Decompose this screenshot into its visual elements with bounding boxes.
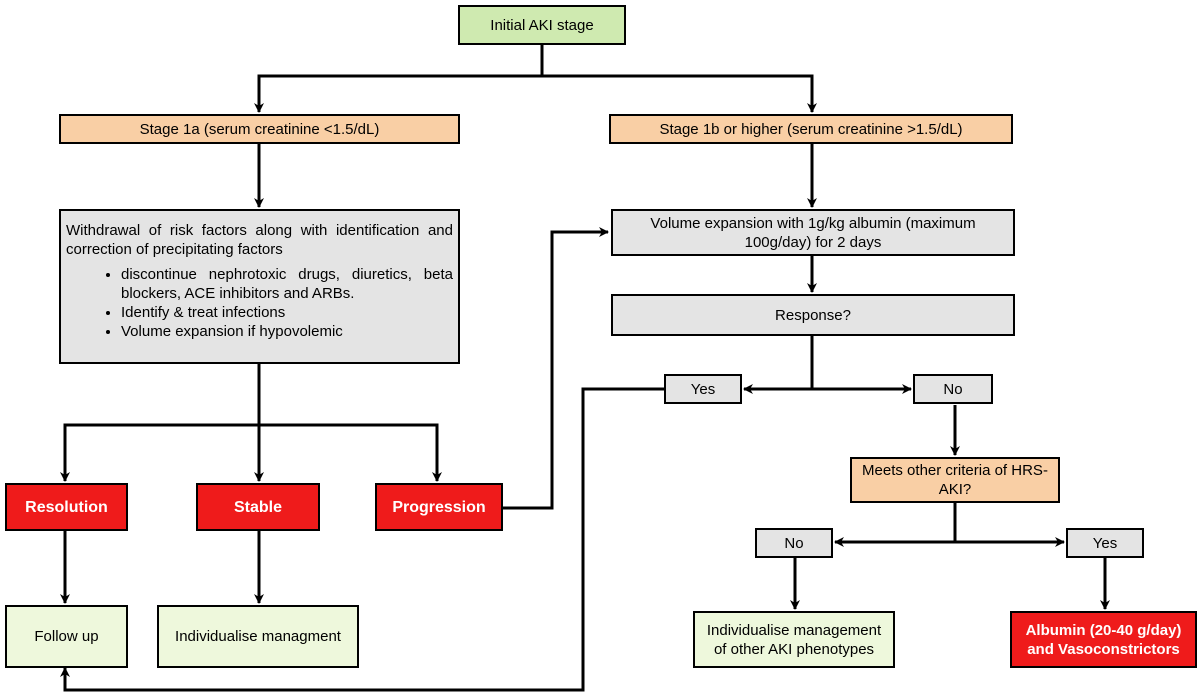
node-response-yes-label: Yes <box>690 380 716 398</box>
arrow-hrs-split <box>834 503 957 547</box>
withdrawal-bullet: discontinue nephrotoxic drugs, diuretics… <box>121 265 453 303</box>
arrow-to-progression <box>259 423 442 482</box>
node-individualise-management: Individualise managment <box>157 605 359 668</box>
node-response-label: Response? <box>775 306 851 324</box>
arrow-yes-followup <box>60 387 664 692</box>
node-initial-aki-stage: Initial AKI stage <box>458 5 626 45</box>
withdrawal-bullet-list: discontinue nephrotoxic drugs, diuretics… <box>66 265 453 341</box>
arrow-response-yes <box>743 336 814 394</box>
node-individualise-other-label: Individualise management of other AKI ph… <box>706 621 882 658</box>
node-stable: Stable <box>196 483 320 531</box>
node-hrs-criteria: Meets other criteria of HRS-AKI? <box>850 457 1060 503</box>
withdrawal-bullet: Volume expansion if hypovolemic <box>121 322 453 341</box>
node-stage-1b-label: Stage 1b or higher (serum creatinine >1.… <box>659 120 963 138</box>
node-volume-expansion-label: Volume expansion with 1g/kg albumin (max… <box>650 214 976 251</box>
node-withdrawal: Withdrawal of risk factors along with id… <box>59 209 460 364</box>
node-hrs-no-label: No <box>784 534 804 552</box>
node-response-no: No <box>913 374 993 404</box>
node-albumin-vasoconstrictors: Albumin (20-40 g/day) and Vasoconstricto… <box>1010 611 1197 668</box>
node-follow-up-label: Follow up <box>34 628 99 645</box>
node-resolution-label: Resolution <box>25 498 108 516</box>
node-stage-1a-label: Stage 1a (serum creatinine <1.5/dL) <box>139 120 380 138</box>
arrow-progression-volume <box>503 227 609 510</box>
arrow-initial-stage1b <box>542 74 817 113</box>
withdrawal-intro: Withdrawal of risk factors along with id… <box>66 222 453 258</box>
node-individualise-label: Individualise managment <box>175 628 341 645</box>
node-hrs-yes-label: Yes <box>1092 534 1118 552</box>
node-progression: Progression <box>375 483 503 531</box>
node-individualise-other: Individualise management of other AKI ph… <box>693 611 895 668</box>
arrow-initial-split <box>254 45 544 113</box>
node-hrs-no: No <box>755 528 833 558</box>
node-stage-1b: Stage 1b or higher (serum creatinine >1.… <box>609 114 1013 144</box>
node-response-yes: Yes <box>664 374 742 404</box>
node-resolution: Resolution <box>5 483 128 531</box>
node-response: Response? <box>611 294 1015 336</box>
node-hrs-yes: Yes <box>1066 528 1144 558</box>
node-stage-1a: Stage 1a (serum creatinine <1.5/dL) <box>59 114 460 144</box>
node-stable-label: Stable <box>233 498 282 516</box>
node-initial-label: Initial AKI stage <box>490 16 594 34</box>
node-albumin-label: Albumin (20-40 g/day) and Vasoconstricto… <box>1025 621 1182 658</box>
node-progression-label: Progression <box>392 498 486 516</box>
node-volume-expansion: Volume expansion with 1g/kg albumin (max… <box>611 209 1015 256</box>
arrow-withdrawal-outcomes <box>60 364 261 482</box>
node-response-no-label: No <box>943 380 963 398</box>
withdrawal-bullet: Identify & treat infections <box>121 303 453 322</box>
node-hrs-criteria-label: Meets other criteria of HRS-AKI? <box>862 462 1048 498</box>
node-follow-up: Follow up <box>5 605 128 668</box>
